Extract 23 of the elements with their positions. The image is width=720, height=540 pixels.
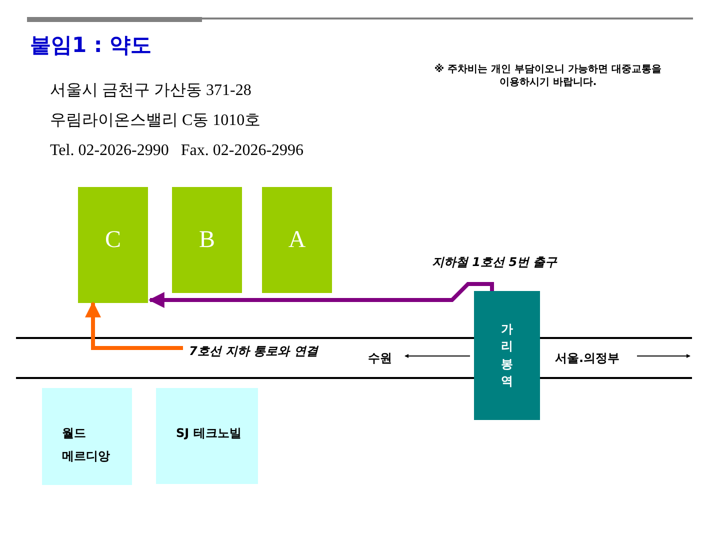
station-name: 가리봉역: [501, 320, 513, 390]
note-text: ※ 주차비는 개인 부담이오니 가능하면 대중교통을 이용하시기 바랍니다.: [433, 64, 663, 89]
building-block: [78, 187, 148, 303]
building-block: [172, 187, 242, 293]
building-label: A: [288, 227, 306, 255]
address-text: 서울시 금천구 가산동 371-28: [50, 81, 252, 101]
building-label: C: [104, 227, 121, 255]
building-label: B: [198, 227, 215, 255]
direction-label: 수원: [368, 350, 392, 367]
route-arrow: [85, 301, 183, 350]
direction-label: 서울.의정부: [555, 350, 620, 367]
title: 붙임1 : 약도: [30, 32, 152, 59]
edge-label: 지하철 1호선 5번 출구: [430, 254, 560, 271]
route-arrow: [148, 282, 494, 308]
edge-label: 7호선 지하 통로와 연결: [187, 343, 320, 360]
building-name: SJ 테크노빌: [176, 425, 242, 442]
building-block: [156, 388, 258, 484]
building-block: [262, 187, 332, 293]
contact-text: Tel. 02-2026-2990 Fax. 02-2026-2996: [50, 142, 304, 160]
building-name: 월드 메르디앙: [62, 425, 111, 465]
address-text: 우림라이온스밸리 C동 1010호: [50, 111, 261, 131]
station-box: [474, 291, 540, 420]
building-block: [42, 388, 132, 485]
